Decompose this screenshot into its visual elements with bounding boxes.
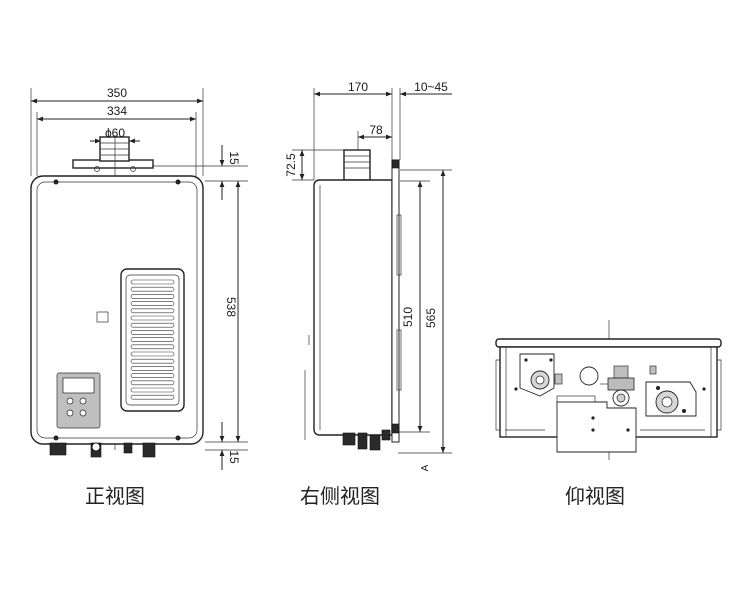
grille-slat bbox=[130, 366, 175, 371]
dim-flue-offset: 78 bbox=[369, 123, 383, 137]
grille-slat bbox=[130, 330, 175, 335]
bottom-port-circle bbox=[579, 366, 599, 386]
grille-slat bbox=[130, 344, 175, 350]
mark-a: A bbox=[420, 464, 431, 471]
grille-slat bbox=[130, 380, 175, 386]
caption-front-view: 正视图 bbox=[85, 484, 145, 508]
side-view: 170 10~45 78 72.5 510 565 A bbox=[284, 80, 452, 508]
grille-slat bbox=[130, 286, 175, 292]
dim-width-inner: 334 bbox=[107, 104, 127, 118]
grille-slat bbox=[130, 294, 175, 299]
water-inlet-pipe bbox=[600, 365, 635, 407]
dim-bottom-gap: 15 bbox=[227, 450, 241, 464]
dim-bracket: 10~45 bbox=[414, 80, 448, 94]
grille-slat bbox=[130, 387, 175, 393]
grille-slat bbox=[130, 322, 175, 328]
control-panel bbox=[56, 372, 101, 429]
front-view: 350 334 ϕ60 15 538 15 bbox=[30, 86, 248, 508]
mount-bracket bbox=[505, 387, 706, 453]
vent-grille bbox=[120, 268, 185, 412]
grille-slat bbox=[130, 301, 175, 306]
grille-slat bbox=[130, 358, 175, 364]
grille-slat bbox=[130, 337, 175, 342]
heater-body-side bbox=[304, 149, 402, 443]
dim-width-overall: 350 bbox=[107, 86, 127, 100]
dim-depth: 170 bbox=[348, 80, 368, 94]
dim-top-gap: 15 bbox=[227, 151, 241, 165]
dim-flue-height: 72.5 bbox=[284, 153, 298, 177]
caption-side-view: 右侧视图 bbox=[300, 484, 380, 508]
grille-slat bbox=[130, 394, 175, 400]
front-bottom-fittings bbox=[49, 442, 156, 458]
grille-slat bbox=[130, 279, 175, 285]
caption-bottom-view: 仰视图 bbox=[565, 484, 625, 508]
grille-slat bbox=[130, 315, 175, 321]
bottom-view: 仰视图 bbox=[495, 320, 722, 508]
side-dimensions bbox=[292, 88, 452, 454]
grille-slat bbox=[130, 308, 175, 314]
front-dimensions bbox=[30, 88, 248, 470]
water-outlet-fitting bbox=[645, 365, 697, 417]
dim-total-height: 565 bbox=[424, 308, 438, 328]
gas-inlet-fitting bbox=[519, 353, 563, 397]
grille-slat bbox=[130, 373, 175, 378]
side-bottom-fittings bbox=[342, 429, 391, 451]
grille-slat bbox=[130, 351, 175, 357]
dim-body-height-side: 510 bbox=[401, 307, 415, 327]
dim-body-height: 538 bbox=[224, 297, 238, 317]
